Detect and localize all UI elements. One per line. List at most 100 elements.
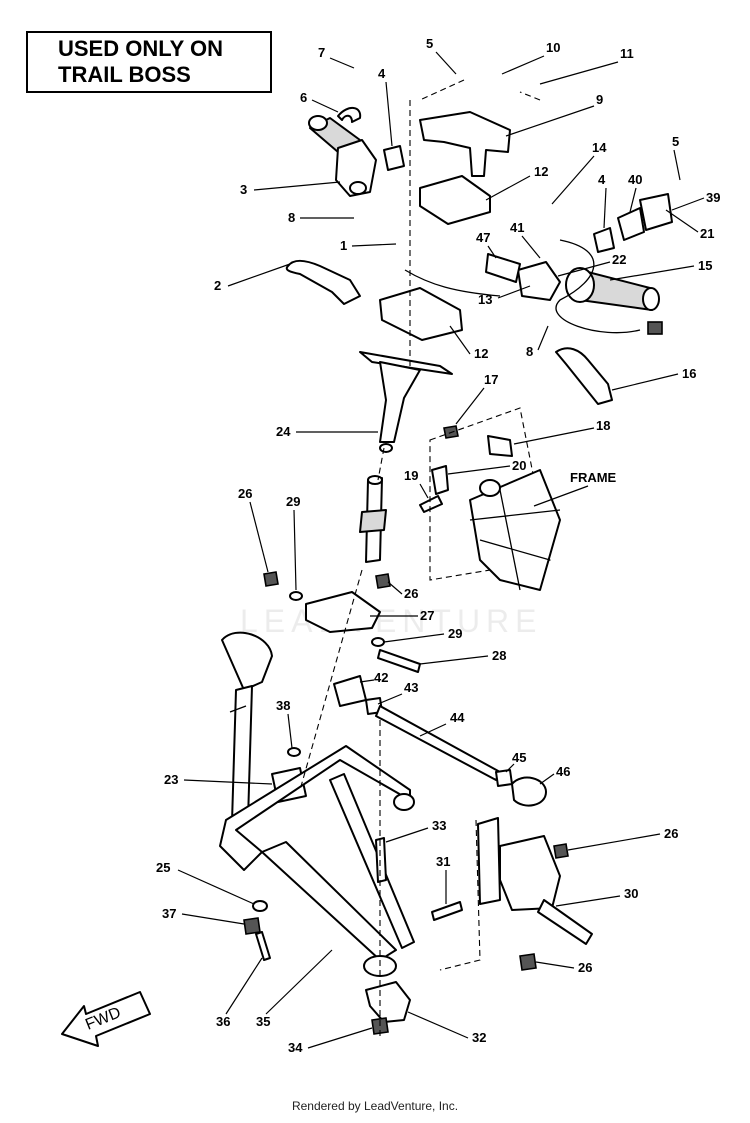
callout-28: 28 xyxy=(492,648,506,663)
callout-25: 25 xyxy=(156,860,170,875)
steering-shaft-lower xyxy=(359,475,387,563)
callout-32: 32 xyxy=(472,1030,486,1045)
callout-29-left: 29 xyxy=(286,494,300,509)
tie-rod-part-44 xyxy=(375,705,501,781)
washer-part-38 xyxy=(287,747,301,757)
switch-housing-part-39 xyxy=(639,193,673,231)
nut-part-26-bottom xyxy=(519,953,537,971)
callout-42: 42 xyxy=(374,670,388,685)
callout-47: 47 xyxy=(476,230,490,245)
brake-lever-part-16 xyxy=(555,347,613,405)
callout-38: 38 xyxy=(276,698,290,713)
callout-44: 44 xyxy=(450,710,465,725)
brake-lever-part-2 xyxy=(285,259,361,305)
callout-layer: 7 6 4 5 10 11 9 3 8 12 14 5 4 40 39 21 1… xyxy=(156,36,720,1055)
callout-1: 1 xyxy=(340,238,347,253)
clamp-part-4-right xyxy=(593,227,615,253)
callout-39: 39 xyxy=(706,190,720,205)
tie-rod-end-part-46 xyxy=(511,776,547,807)
callout-9: 9 xyxy=(596,92,603,107)
callout-24: 24 xyxy=(276,424,291,439)
spindle-part-30 xyxy=(477,817,593,945)
bushing-part-18 xyxy=(487,435,513,457)
callout-3: 3 xyxy=(240,182,247,197)
callout-5-right: 5 xyxy=(672,134,679,149)
callout-21: 21 xyxy=(700,226,714,241)
connector-plug xyxy=(647,321,663,335)
callout-43: 43 xyxy=(404,680,418,695)
bolt-part-36 xyxy=(255,931,271,961)
clamp-part-12-upper xyxy=(419,175,491,225)
spindle-hidden-lines xyxy=(439,819,481,971)
callout-35: 35 xyxy=(256,1014,270,1029)
callout-13: 13 xyxy=(478,292,492,307)
callout-6: 6 xyxy=(300,90,307,105)
callout-31: 31 xyxy=(436,854,450,869)
callout-34: 34 xyxy=(288,1040,303,1055)
callout-19: 19 xyxy=(404,468,418,483)
nut-part-26-left xyxy=(263,571,279,587)
bolt-part-33 xyxy=(375,837,387,883)
frame-section xyxy=(429,407,561,591)
callout-12-upper: 12 xyxy=(534,164,548,179)
callout-4-left: 4 xyxy=(378,66,386,81)
throttle-housing-part-13 xyxy=(517,261,561,301)
callout-40: 40 xyxy=(628,172,642,187)
ball-joint-part-32 xyxy=(365,981,411,1023)
clamp-part-12-lower xyxy=(379,287,463,341)
nut-part-26-spindle xyxy=(553,843,569,859)
callout-11: 11 xyxy=(620,46,634,61)
callout-33: 33 xyxy=(432,818,446,833)
callout-46: 46 xyxy=(556,764,570,779)
nut-part-37 xyxy=(243,917,261,935)
callout-14: 14 xyxy=(592,140,607,155)
callout-45: 45 xyxy=(512,750,526,765)
callout-37: 37 xyxy=(162,906,176,921)
steering-column-lower-support xyxy=(221,631,273,823)
callout-41: 41 xyxy=(510,220,524,235)
bolt-part-28 xyxy=(377,649,421,673)
callout-16: 16 xyxy=(682,366,696,381)
callout-2: 2 xyxy=(214,278,221,293)
left-control-housing-part-3 xyxy=(335,139,377,197)
washer-part-29-left xyxy=(289,591,303,601)
washer-part-25 xyxy=(252,900,268,912)
forward-direction-arrow: FWD xyxy=(61,991,151,1047)
callout-20: 20 xyxy=(512,458,526,473)
washer-part-29-right xyxy=(371,637,385,647)
callout-10: 10 xyxy=(546,40,560,55)
kill-switch-part-40 xyxy=(617,207,645,241)
callout-8-left: 8 xyxy=(288,210,295,225)
callout-15: 15 xyxy=(698,258,712,273)
tie-rod-end-part-42 xyxy=(333,675,367,707)
switch-wires xyxy=(555,239,641,334)
clamp-part-6 xyxy=(337,107,362,123)
callout-27: 27 xyxy=(420,608,434,623)
callout-12-lower: 12 xyxy=(474,346,488,361)
callout-22: 22 xyxy=(612,252,626,267)
frame-label: FRAME xyxy=(570,470,617,485)
steering-post-part-24 xyxy=(359,351,453,453)
callout-5-top: 5 xyxy=(426,36,433,51)
callout-7: 7 xyxy=(318,45,325,60)
bolt-part-31 xyxy=(431,901,463,921)
upper-mount-part-9 xyxy=(419,111,511,177)
callout-8-right: 8 xyxy=(526,344,533,359)
watermark-text: LEADVENTURE xyxy=(240,603,543,639)
right-grip-part-15 xyxy=(565,267,660,311)
trail-boss-notice-text: USED ONLY ON TRAIL BOSS xyxy=(58,36,224,87)
pitman-arm-part-27 xyxy=(305,591,381,633)
callout-30: 30 xyxy=(624,886,638,901)
alignment-lines xyxy=(299,79,541,1040)
jam-nut-part-45 xyxy=(495,769,513,787)
callout-26-spindle: 26 xyxy=(664,826,678,841)
nut-part-26-shaft xyxy=(375,573,391,589)
handlebar-part-1 xyxy=(364,159,531,305)
callout-26-shaft: 26 xyxy=(404,586,418,601)
trail-boss-notice-box: USED ONLY ON TRAIL BOSS xyxy=(26,31,272,93)
bolt-part-19 xyxy=(419,495,443,513)
clamp-part-4-left xyxy=(383,145,405,171)
footer-credit: Rendered by LeadVenture, Inc. xyxy=(291,1099,459,1113)
callout-4-right: 4 xyxy=(598,172,606,187)
